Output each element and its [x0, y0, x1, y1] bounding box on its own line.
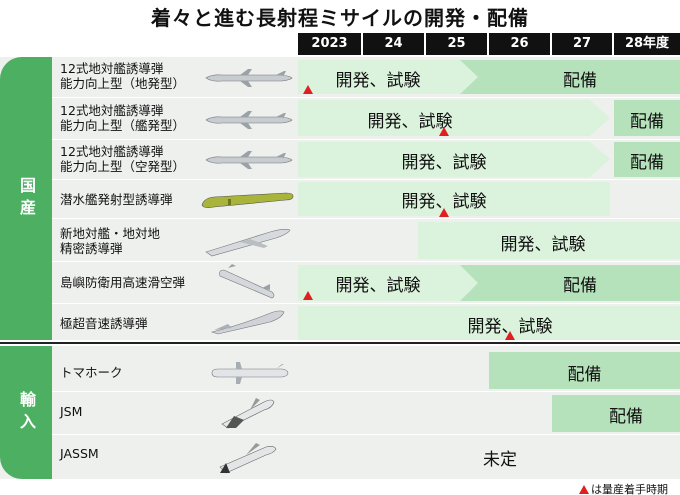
section-divider: [0, 342, 680, 344]
row-divider: [0, 139, 680, 140]
bar-label-deploy-row2: 配備: [630, 112, 664, 132]
year-header-2023: 2023: [298, 33, 361, 55]
new-precision-missile-icon: [205, 229, 291, 257]
bar-dev-row7: [298, 306, 680, 340]
row-label-type12-air: 12式地対艦誘導弾 能力向上型（空発型）: [60, 144, 185, 174]
category-import: 輸入: [0, 346, 52, 479]
bar-label-dev-row4: 開発、試験: [401, 192, 487, 212]
bar-dev-row2: [298, 100, 610, 136]
category-domestic: 国産: [0, 57, 52, 340]
row-divider: [0, 261, 680, 262]
mass-production-marker-icon: [579, 485, 589, 494]
row-label-line1: 極超音速誘導弾: [60, 316, 148, 331]
bar-dev-row4: [298, 182, 610, 216]
hypersonic-missile-icon: [210, 310, 285, 335]
bar-label-dev-row3: 開発、試験: [401, 153, 487, 173]
bar-deploy-row9: [552, 395, 680, 432]
bar-label-dev-row2: 開発、試験: [367, 112, 453, 132]
row-label-line1: 島嶼防衛用高速滑空弾: [60, 275, 186, 290]
row-divider: [0, 218, 680, 219]
jassm-missile-icon: [219, 443, 277, 474]
bar-label-dev-row5: 開発、試験: [500, 235, 586, 255]
year-header-26: 26: [489, 33, 550, 55]
row-divider: [0, 391, 680, 392]
row-label-line1: 12式地対艦誘導弾: [60, 103, 164, 118]
mass-production-marker-icon: [505, 331, 515, 340]
type12-land-missile-icon: [205, 69, 293, 87]
year-header-28: 28年度: [614, 33, 680, 55]
bar-deploy-row6: [460, 265, 680, 301]
footnote-text: は量産着手時期: [591, 483, 668, 495]
bar-dev-row6: [298, 265, 478, 301]
row-label-line2: 能力向上型（空発型）: [60, 159, 186, 174]
bar-deploy-row1: [460, 60, 680, 94]
row-divider: [0, 434, 680, 435]
bar-label-deploy-row1: 配備: [563, 71, 597, 91]
bar-label-dev-row1: 開発、試験: [335, 71, 421, 91]
tomahawk-missile-icon: [211, 362, 289, 384]
bar-label-deploy-row6: 配備: [563, 276, 597, 296]
row-label-new-precision: 新地対艦・地対地 精密誘導弾: [60, 226, 160, 256]
row-label-line1: 潜水艦発射型誘導弾: [60, 192, 173, 207]
row-label-line2: 精密誘導弾: [60, 241, 123, 256]
row-divider: [0, 303, 680, 304]
row-label-line1: 新地対艦・地対地: [60, 226, 161, 241]
bar-deploy-row8: [489, 352, 680, 389]
hvgp-missile-icon: [219, 264, 275, 299]
bar-label-deploy-row9: 配備: [609, 407, 643, 427]
row-label-line1: トマホーク: [60, 365, 123, 380]
bar-deploy-row2: [614, 100, 680, 136]
row-label-line1: JSM: [60, 404, 83, 419]
bar-label-undecided-row10: 未定: [483, 450, 517, 470]
bar-dev-row3: [298, 142, 610, 177]
row-label-hvgp: 島嶼防衛用高速滑空弾: [60, 275, 185, 290]
jsm-missile-icon: [221, 398, 275, 429]
year-header-25: 25: [426, 33, 487, 55]
mass-production-marker-icon: [439, 208, 449, 217]
bar-label-deploy-row8: 配備: [567, 365, 602, 385]
type12-ship-missile-icon: [205, 111, 293, 129]
mass-production-marker-icon: [303, 291, 313, 300]
row-label-line1: 12式地対艦誘導弾: [60, 61, 164, 76]
row-label-hypersonic: 極超音速誘導弾: [60, 316, 148, 331]
row-label-line2: 能力向上型（地発型）: [60, 76, 186, 91]
type12-air-missile-icon: [205, 151, 293, 169]
row-label-type12-land: 12式地対艦誘導弾 能力向上型（地発型）: [60, 61, 185, 91]
year-header-24: 24: [363, 33, 424, 55]
row-divider: [0, 179, 680, 180]
row-label-jassm: JASSM: [60, 446, 99, 461]
row-label-line2: 能力向上型（艦発型）: [60, 118, 186, 133]
row-label-type12-ship: 12式地対艦誘導弾 能力向上型（艦発型）: [60, 103, 185, 133]
row-label-line1: 12式地対艦誘導弾: [60, 144, 164, 159]
page-title: 着々と進む長射程ミサイルの開発・配備: [151, 6, 529, 30]
row-label-tomahawk: トマホーク: [60, 365, 123, 380]
row-divider: [0, 97, 680, 98]
row-label-jsm: JSM: [60, 404, 82, 419]
year-header-27: 27: [552, 33, 612, 55]
bar-label-dev-row6: 開発、試験: [335, 276, 421, 296]
row-label-submarine: 潜水艦発射型誘導弾: [60, 192, 173, 207]
bar-dev-row1: [298, 60, 478, 94]
bar-deploy-row3: [614, 142, 680, 177]
row-label-line1: JASSM: [60, 446, 99, 461]
mass-production-marker-icon: [303, 85, 313, 94]
submarine-missile-icon: [201, 192, 294, 208]
bar-dev-row5: [418, 222, 680, 259]
bar-label-deploy-row3: 配備: [630, 153, 664, 173]
mass-production-marker-icon: [439, 127, 449, 136]
footnote: は量産着手時期: [579, 481, 668, 495]
bar-label-dev-row7: 開発、試験: [467, 317, 553, 337]
